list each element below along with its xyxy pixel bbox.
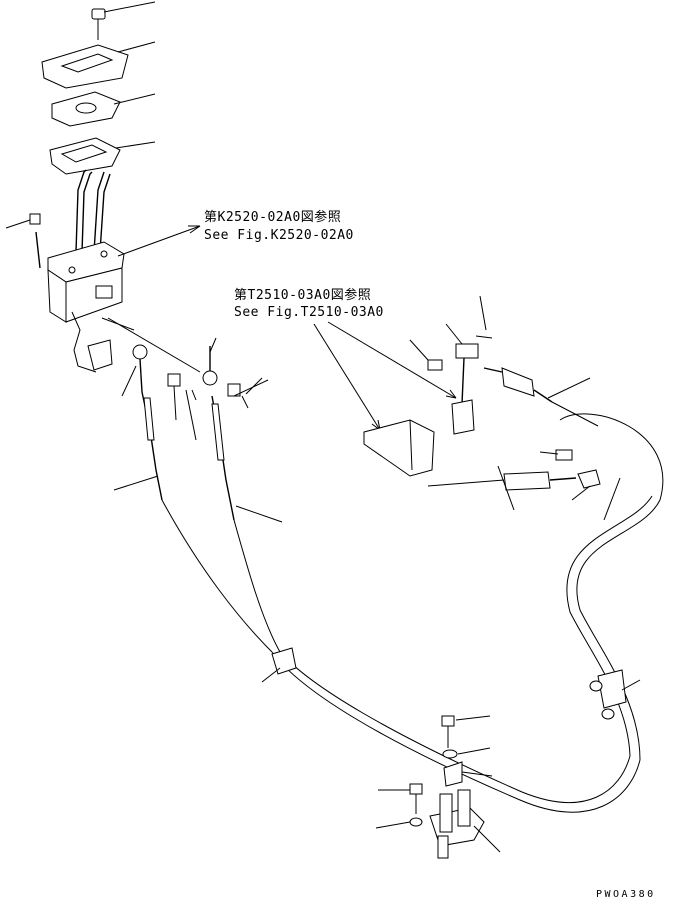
cable-clamp-right (589, 669, 641, 720)
control-levers (75, 169, 111, 253)
gasket (51, 91, 156, 127)
lock-nuts (167, 373, 269, 421)
reference-label-1-jp: 第K2520-02A0図参照 (204, 210, 342, 225)
cable-1 (113, 391, 273, 653)
reference-label-1-en: See Fig.K2520-02A0 (204, 228, 354, 243)
wire-harness (71, 311, 135, 373)
lower-cable-end (427, 449, 621, 521)
mounting-bracket (363, 419, 435, 477)
rod-end-left (121, 344, 148, 397)
bottom-bolts (375, 715, 493, 829)
rod-end-right (202, 337, 218, 386)
cable-run (261, 413, 664, 813)
top-bolt (91, 1, 156, 40)
linkage-line (107, 317, 201, 373)
reference-label-2-jp: 第T2510-03A0図参照 (234, 288, 372, 303)
reference-leaders (313, 321, 457, 431)
cover-plate (41, 41, 156, 89)
reference-label-2-en: See Fig.T2510-03A0 (234, 305, 384, 320)
lock-nut (5, 213, 41, 269)
drawing-code: PWOA380 (596, 889, 656, 900)
pivot-block (409, 295, 493, 435)
upper-cable-end (483, 367, 599, 427)
cable-2 (211, 395, 283, 653)
shift-guide-plate (49, 137, 156, 175)
bottom-bracket (429, 789, 501, 859)
control-box (47, 225, 201, 323)
split-pins (185, 377, 263, 441)
